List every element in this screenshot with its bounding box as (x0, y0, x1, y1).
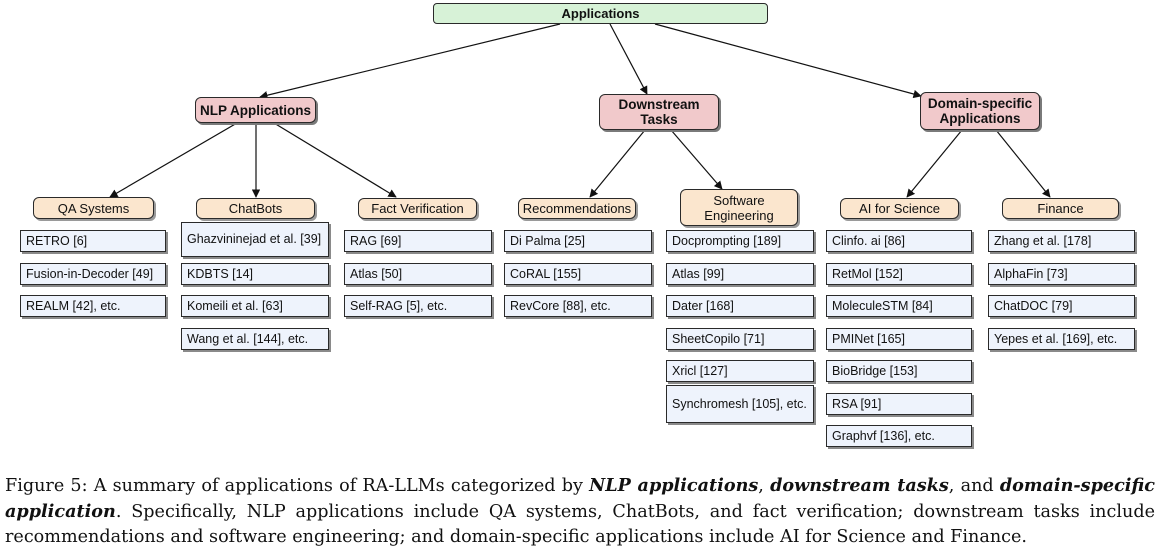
leaf-item: Self-RAG [5], etc. (344, 295, 492, 317)
category-label: Domain-specific Applications (927, 96, 1033, 126)
leaf-item: ChatDOC [79] (988, 295, 1135, 317)
subcategory-software-engineering: Software Engineering (680, 189, 798, 226)
leaf-item: Dater [168] (666, 295, 814, 317)
leaf-item: Di Palma [25] (504, 230, 652, 252)
subcategory-chatbots: ChatBots (196, 198, 315, 219)
leaf-item: Atlas [99] (666, 263, 814, 285)
root-label: Applications (561, 6, 640, 21)
edge-downstream-to-software (670, 129, 723, 190)
caption-emphasis-downstream: downstream tasks (770, 475, 949, 496)
leaf-item: MoleculeSTM [84] (826, 295, 972, 317)
leaf-item: PMINet [165] (826, 328, 972, 350)
category-downstream-tasks: Downstream Tasks (599, 94, 719, 130)
edge-nlp-to-factver (273, 122, 397, 198)
caption-prefix: Figure 5: A summary of applications of R… (5, 476, 590, 496)
leaf-item: REALM [42], etc. (20, 295, 166, 317)
leaf-item: Docprompting [189] (666, 230, 814, 252)
subcategory-recommendations: Recommendations (518, 198, 636, 219)
subcategory-label: Fact Verification (371, 201, 464, 216)
leaf-item: Clinfo. ai [86] (826, 230, 972, 252)
leaf-item: Zhang et al. [178] (988, 230, 1135, 252)
leaf-item: Graphvf [136], etc. (826, 425, 972, 447)
leaf-item: Fusion-in-Decoder [49] (20, 263, 166, 285)
leaf-item: Synchromesh [105], etc. (666, 385, 814, 423)
leaf-item: RAG [69] (344, 230, 492, 252)
edge-domain-to-finance (995, 129, 1051, 198)
leaf-item: Atlas [50] (344, 263, 492, 285)
subcategory-label: Software Engineering (704, 192, 774, 223)
leaf-item: Wang et al. [144], etc. (181, 328, 329, 350)
caption-separator: , (758, 476, 771, 496)
leaf-item: Yepes et al. [169], etc. (988, 328, 1135, 350)
edge-downstream-to-recommendations (589, 129, 646, 198)
applications-tree-diagram: Applications NLP Applications Downstream… (20, 3, 1135, 447)
subcategory-label: AI for Science (859, 201, 940, 216)
category-label: Downstream Tasks (618, 97, 700, 127)
caption-emphasis-nlp: NLP applications (589, 475, 759, 496)
tree-edges (109, 23, 1051, 198)
category-domain-specific-applications: Domain-specific Applications (920, 92, 1040, 130)
subcategory-label: Finance (1037, 201, 1084, 216)
leaf-item: SheetCopilo [71] (666, 328, 814, 350)
subcategory-finance: Finance (1002, 198, 1119, 219)
subcategory-ai-for-science: AI for Science (840, 198, 959, 219)
subcategory-label: QA Systems (57, 200, 130, 216)
leaf-item: AlphaFin [73] (988, 263, 1135, 285)
edge-domain-to-aiscience (906, 129, 963, 198)
leaf-item: RetMol [152] (826, 263, 972, 285)
caption-separator: , and (948, 476, 1000, 496)
edge-root-to-domain (654, 23, 922, 99)
root-node: Applications (433, 3, 768, 24)
subcategory-fact-verification: Fact Verification (358, 198, 477, 219)
category-nlp-applications: NLP Applications (195, 97, 316, 123)
subcategory-qa-systems: QA Systems (33, 197, 154, 219)
caption-suffix: . Specifically, NLP applications include… (5, 502, 1155, 547)
edge-root-to-downstream (609, 23, 648, 95)
leaf-item: Xricl [127] (666, 360, 814, 382)
category-label: NLP Applications (199, 102, 311, 118)
leaf-item: RSA [91] (826, 393, 972, 415)
caption-emphasis-domain: domain-specific application (5, 475, 1155, 522)
leaf-item: Komeili et al. [63] (181, 295, 329, 317)
leaf-item: KDBTS [14] (181, 263, 329, 285)
subcategory-label: Recommendations (522, 201, 632, 216)
subcategory-label: ChatBots (228, 201, 283, 216)
leaf-item: RETRO [6] (20, 230, 166, 252)
figure-caption: Figure 5: A summary of applications of R… (5, 473, 1155, 550)
leaf-item: RevCore [88], etc. (504, 295, 652, 317)
edge-root-to-nlp (259, 23, 561, 100)
leaf-item: BioBridge [153] (826, 360, 972, 382)
leaf-item: CoRAL [155] (504, 263, 652, 285)
edge-nlp-to-qa (109, 122, 238, 198)
leaf-item: Ghazvininejad et al. [39] (181, 222, 329, 257)
